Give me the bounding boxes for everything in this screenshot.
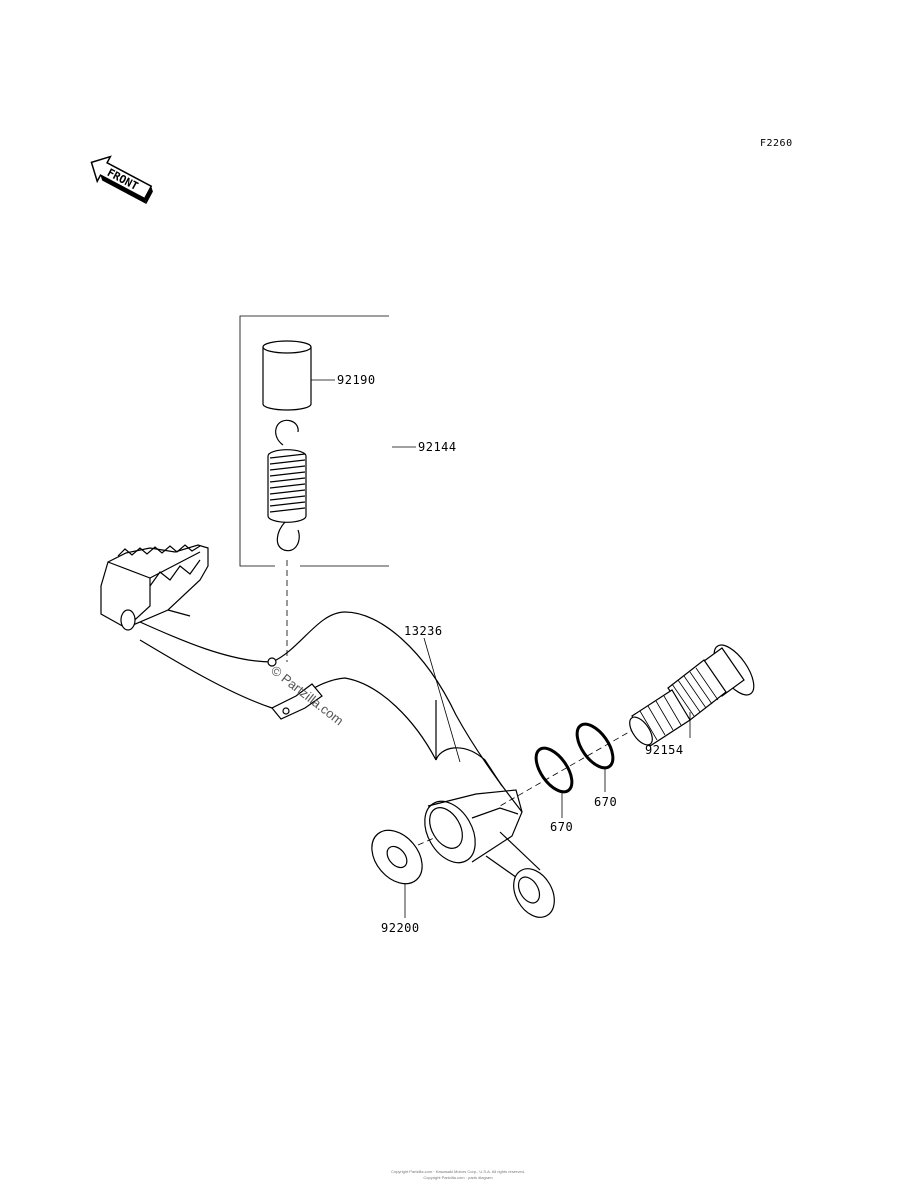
o-ring-right-part (575, 722, 615, 770)
pivot-bolt-part (629, 644, 755, 747)
spring-group-frame (239, 315, 389, 567)
spring-part (267, 419, 307, 552)
washer-part (371, 829, 423, 885)
brake-pedal-label: 13236 (404, 624, 443, 638)
pivot-bolt-label: 92154 (645, 743, 684, 757)
figure-code: F2260 (760, 138, 793, 149)
front-arrow-icon: FRONT (90, 155, 153, 204)
brake-pedal-leader (423, 637, 461, 763)
spring-label: 92144 (418, 440, 457, 454)
bolt-alignment-line (499, 727, 637, 807)
footer-line-1: Copyright Partzilla.com · Kawasaki Motor… (391, 1169, 525, 1174)
collar-part (262, 340, 312, 411)
o-ring-left-label: 670 (550, 820, 573, 834)
o-ring-right-label: 670 (594, 795, 617, 809)
washer-label: 92200 (381, 921, 420, 935)
collar-label: 92190 (337, 373, 376, 387)
brake-pedal-part (100, 544, 555, 918)
washer-alignment-line (417, 837, 435, 846)
o-ring-left-part (534, 746, 574, 794)
footer-line-2: Copyright Partzilla.com · parts diagram (423, 1175, 493, 1180)
